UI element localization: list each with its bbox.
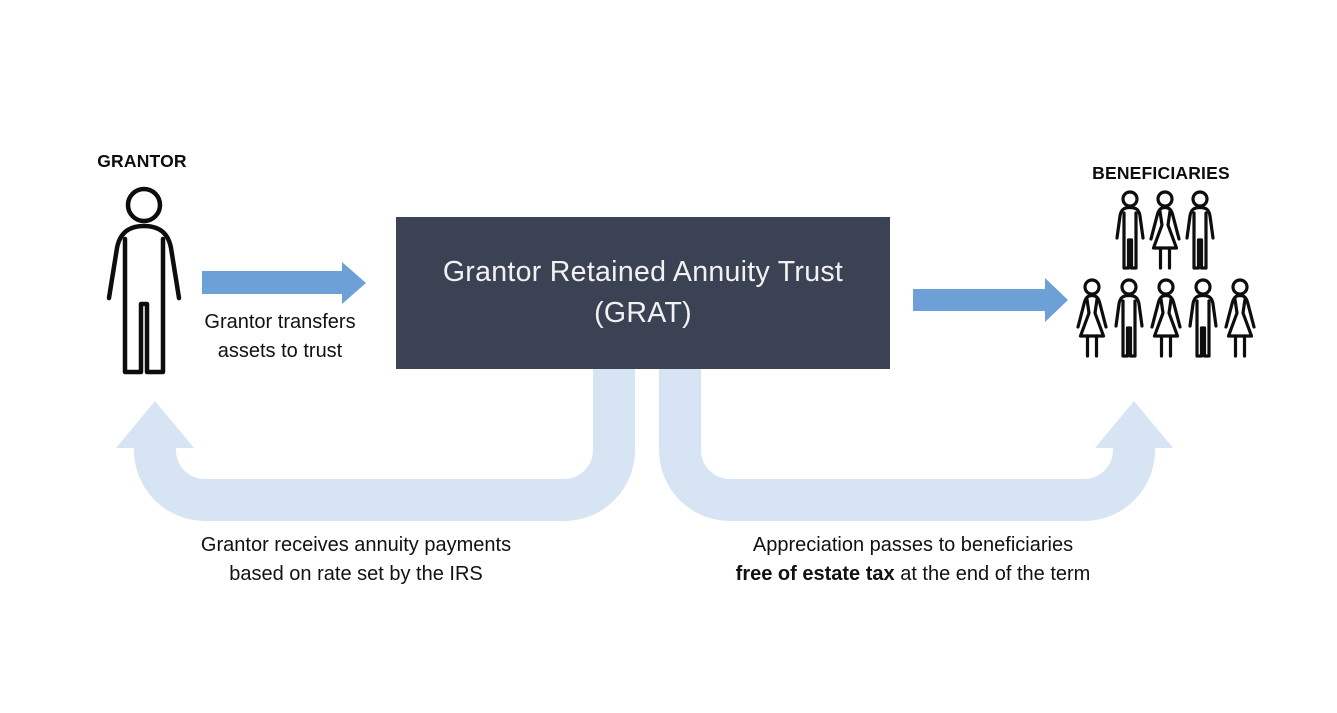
annuity-return-arrowhead-icon (116, 401, 194, 448)
appreciation-caption-line1: Appreciation passes to beneficiaries (752, 534, 1074, 556)
distribution-arrow-right-icon (913, 278, 1068, 322)
transfer-arrow-right-icon (202, 262, 366, 304)
transfer-caption: Grantor transfers assets to trust (170, 308, 390, 366)
appreciation-caption-bold: free of estate tax (735, 563, 895, 585)
woman-icon (1149, 190, 1181, 270)
annuity-return-caption-line1: Grantor receives annuity payments (200, 534, 512, 556)
appreciation-caption-line2: free of estate tax at the end of the ter… (663, 560, 1163, 589)
transfer-caption-line1: Grantor transfers (204, 311, 356, 333)
beneficiaries-label: BENEFICIARIES (1092, 163, 1230, 183)
annuity-return-arrow-icon (134, 365, 635, 521)
appreciation-caption: Appreciation passes to beneficiaries fre… (663, 531, 1163, 589)
beneficiaries-row-1 (1115, 190, 1215, 270)
grantor-label: GRANTOR (97, 151, 187, 171)
transfer-caption-line2: assets to trust (217, 340, 343, 362)
annuity-return-caption-line2: based on rate set by the IRS (229, 563, 483, 585)
woman-icon (1224, 278, 1256, 358)
woman-icon (1150, 278, 1182, 358)
grat-box-title-line2: (GRAT) (594, 297, 692, 329)
grat-box-title-line1: Grantor Retained Annuity Trust (442, 256, 844, 288)
grantor-person-icon (106, 186, 182, 375)
appreciation-arrowhead-icon (1095, 401, 1173, 448)
man-icon (1115, 190, 1145, 270)
woman-icon (1076, 278, 1108, 358)
grat-box: Grantor Retained Annuity Trust (GRAT) (396, 217, 890, 369)
annuity-return-caption: Grantor receives annuity payments based … (146, 531, 566, 589)
appreciation-arrow-icon (659, 365, 1155, 521)
man-icon (1114, 278, 1144, 358)
beneficiaries-row-2 (1076, 278, 1256, 358)
appreciation-caption-rest: at the end of the term (894, 563, 1091, 585)
man-icon (1188, 278, 1218, 358)
man-icon (1185, 190, 1215, 270)
